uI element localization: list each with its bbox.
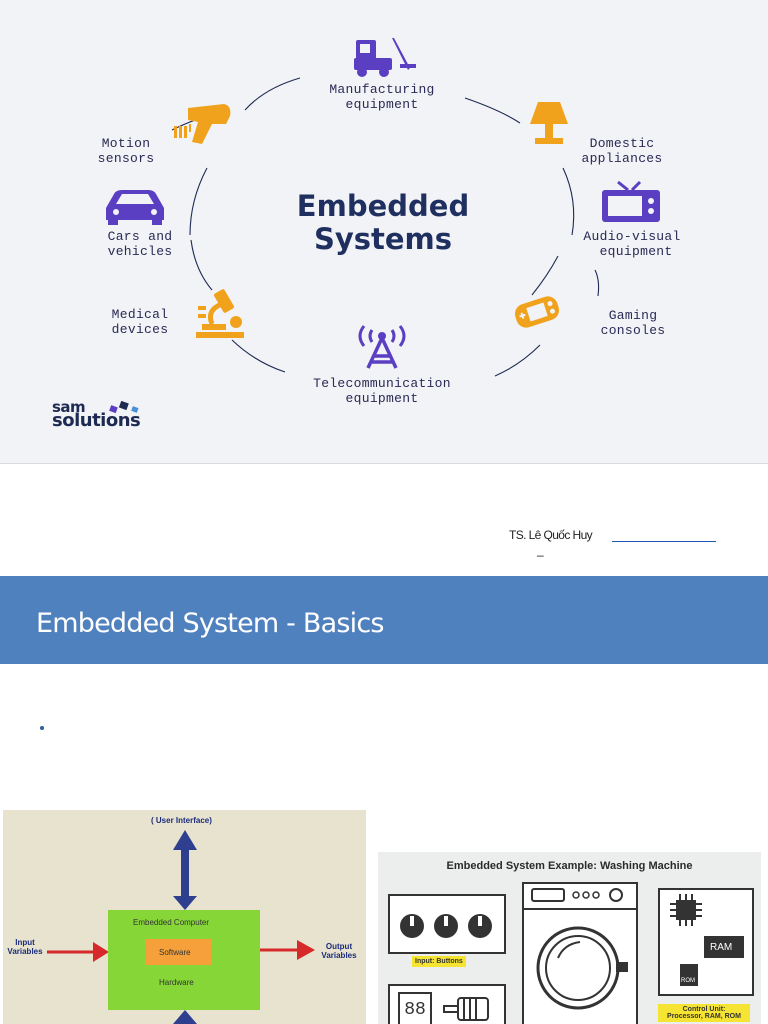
label-cars: Cars and vehicles xyxy=(107,229,173,259)
washing-machine-example: Embedded System Example: Washing Machine… xyxy=(378,852,761,1024)
input-buttons-label: Input: Buttons xyxy=(412,956,466,967)
chip-icon xyxy=(670,894,744,986)
control-unit-detail: Processor, RAM, ROM xyxy=(667,1013,741,1020)
software-box xyxy=(145,939,211,965)
tv-icon xyxy=(602,180,660,222)
title-line-1: Embedded xyxy=(296,189,470,223)
control-unit-title: Control Unit: xyxy=(682,1006,726,1013)
section-header-band xyxy=(0,576,768,664)
software-label: Software xyxy=(159,948,191,957)
display-motor-panel: 88 xyxy=(388,984,506,1024)
motor-icon xyxy=(443,997,489,1021)
author-name: TS. Lê Quốc Huy xyxy=(509,528,593,542)
embedded-computer-label: Embedded Computer xyxy=(133,918,210,927)
ram-label: RAM xyxy=(710,942,733,953)
label-telecom: Telecommunication equipment xyxy=(313,376,451,406)
machine-body xyxy=(522,908,638,1024)
buttons-panel xyxy=(388,894,506,954)
embedded-systems-title: Embedded Systems xyxy=(270,190,496,256)
label-motion: Motion sensors xyxy=(97,136,155,166)
rom-label: ROM xyxy=(681,978,695,984)
logo-mark-icon xyxy=(109,400,139,414)
sam-solutions-logo: sam solutions xyxy=(52,398,141,431)
title-line-2: Systems xyxy=(313,222,453,256)
author-dash: – xyxy=(537,548,544,562)
machine-top-panel xyxy=(522,882,638,908)
section-title: Embedded System - Basics xyxy=(36,608,384,639)
label-medical: Medical devices xyxy=(111,307,169,337)
machine-controls-icon xyxy=(531,888,623,902)
embedded-systems-slide: Manufacturing equipment Domestic applian… xyxy=(0,0,768,464)
logo-text-solutions: solutions xyxy=(52,410,141,431)
author-underline xyxy=(612,541,716,542)
output-variables-label: Output Variables xyxy=(321,942,357,960)
label-audio-visual: Audio-visual equipment xyxy=(583,229,681,259)
lamp-icon xyxy=(530,102,568,144)
sensor-gun-icon xyxy=(174,104,231,144)
control-unit-panel: RAM ROM xyxy=(658,888,754,996)
label-domestic: Domestic appliances xyxy=(581,136,663,166)
car-icon xyxy=(106,190,164,225)
logo-text-sam: sam xyxy=(52,398,86,416)
forklift-icon xyxy=(354,38,416,77)
label-gaming: Gaming consoles xyxy=(600,308,666,338)
ring-arcs xyxy=(171,77,600,377)
user-interface-label: ( User Interface) xyxy=(151,816,212,825)
input-variables-label: Input Variables xyxy=(7,938,43,956)
gamepad-icon xyxy=(514,296,560,328)
washing-machine-title: Embedded System Example: Washing Machine xyxy=(446,860,693,872)
seven-segment-display: 88 xyxy=(398,992,432,1024)
embedded-computer-diagram: ( User Interface) Embedded Computer Soft… xyxy=(3,810,366,1024)
bullet-point xyxy=(40,726,44,730)
microscope-icon xyxy=(196,289,244,338)
hardware-label: Hardware xyxy=(159,978,194,987)
control-unit-label: Control Unit: Processor, RAM, ROM xyxy=(658,1004,750,1022)
knob-buttons-icon xyxy=(400,914,492,938)
diagram-arrows xyxy=(47,830,315,1024)
machine-drum-icon xyxy=(536,926,628,1010)
label-manufacturing: Manufacturing equipment xyxy=(329,82,435,112)
antenna-icon xyxy=(358,325,406,369)
